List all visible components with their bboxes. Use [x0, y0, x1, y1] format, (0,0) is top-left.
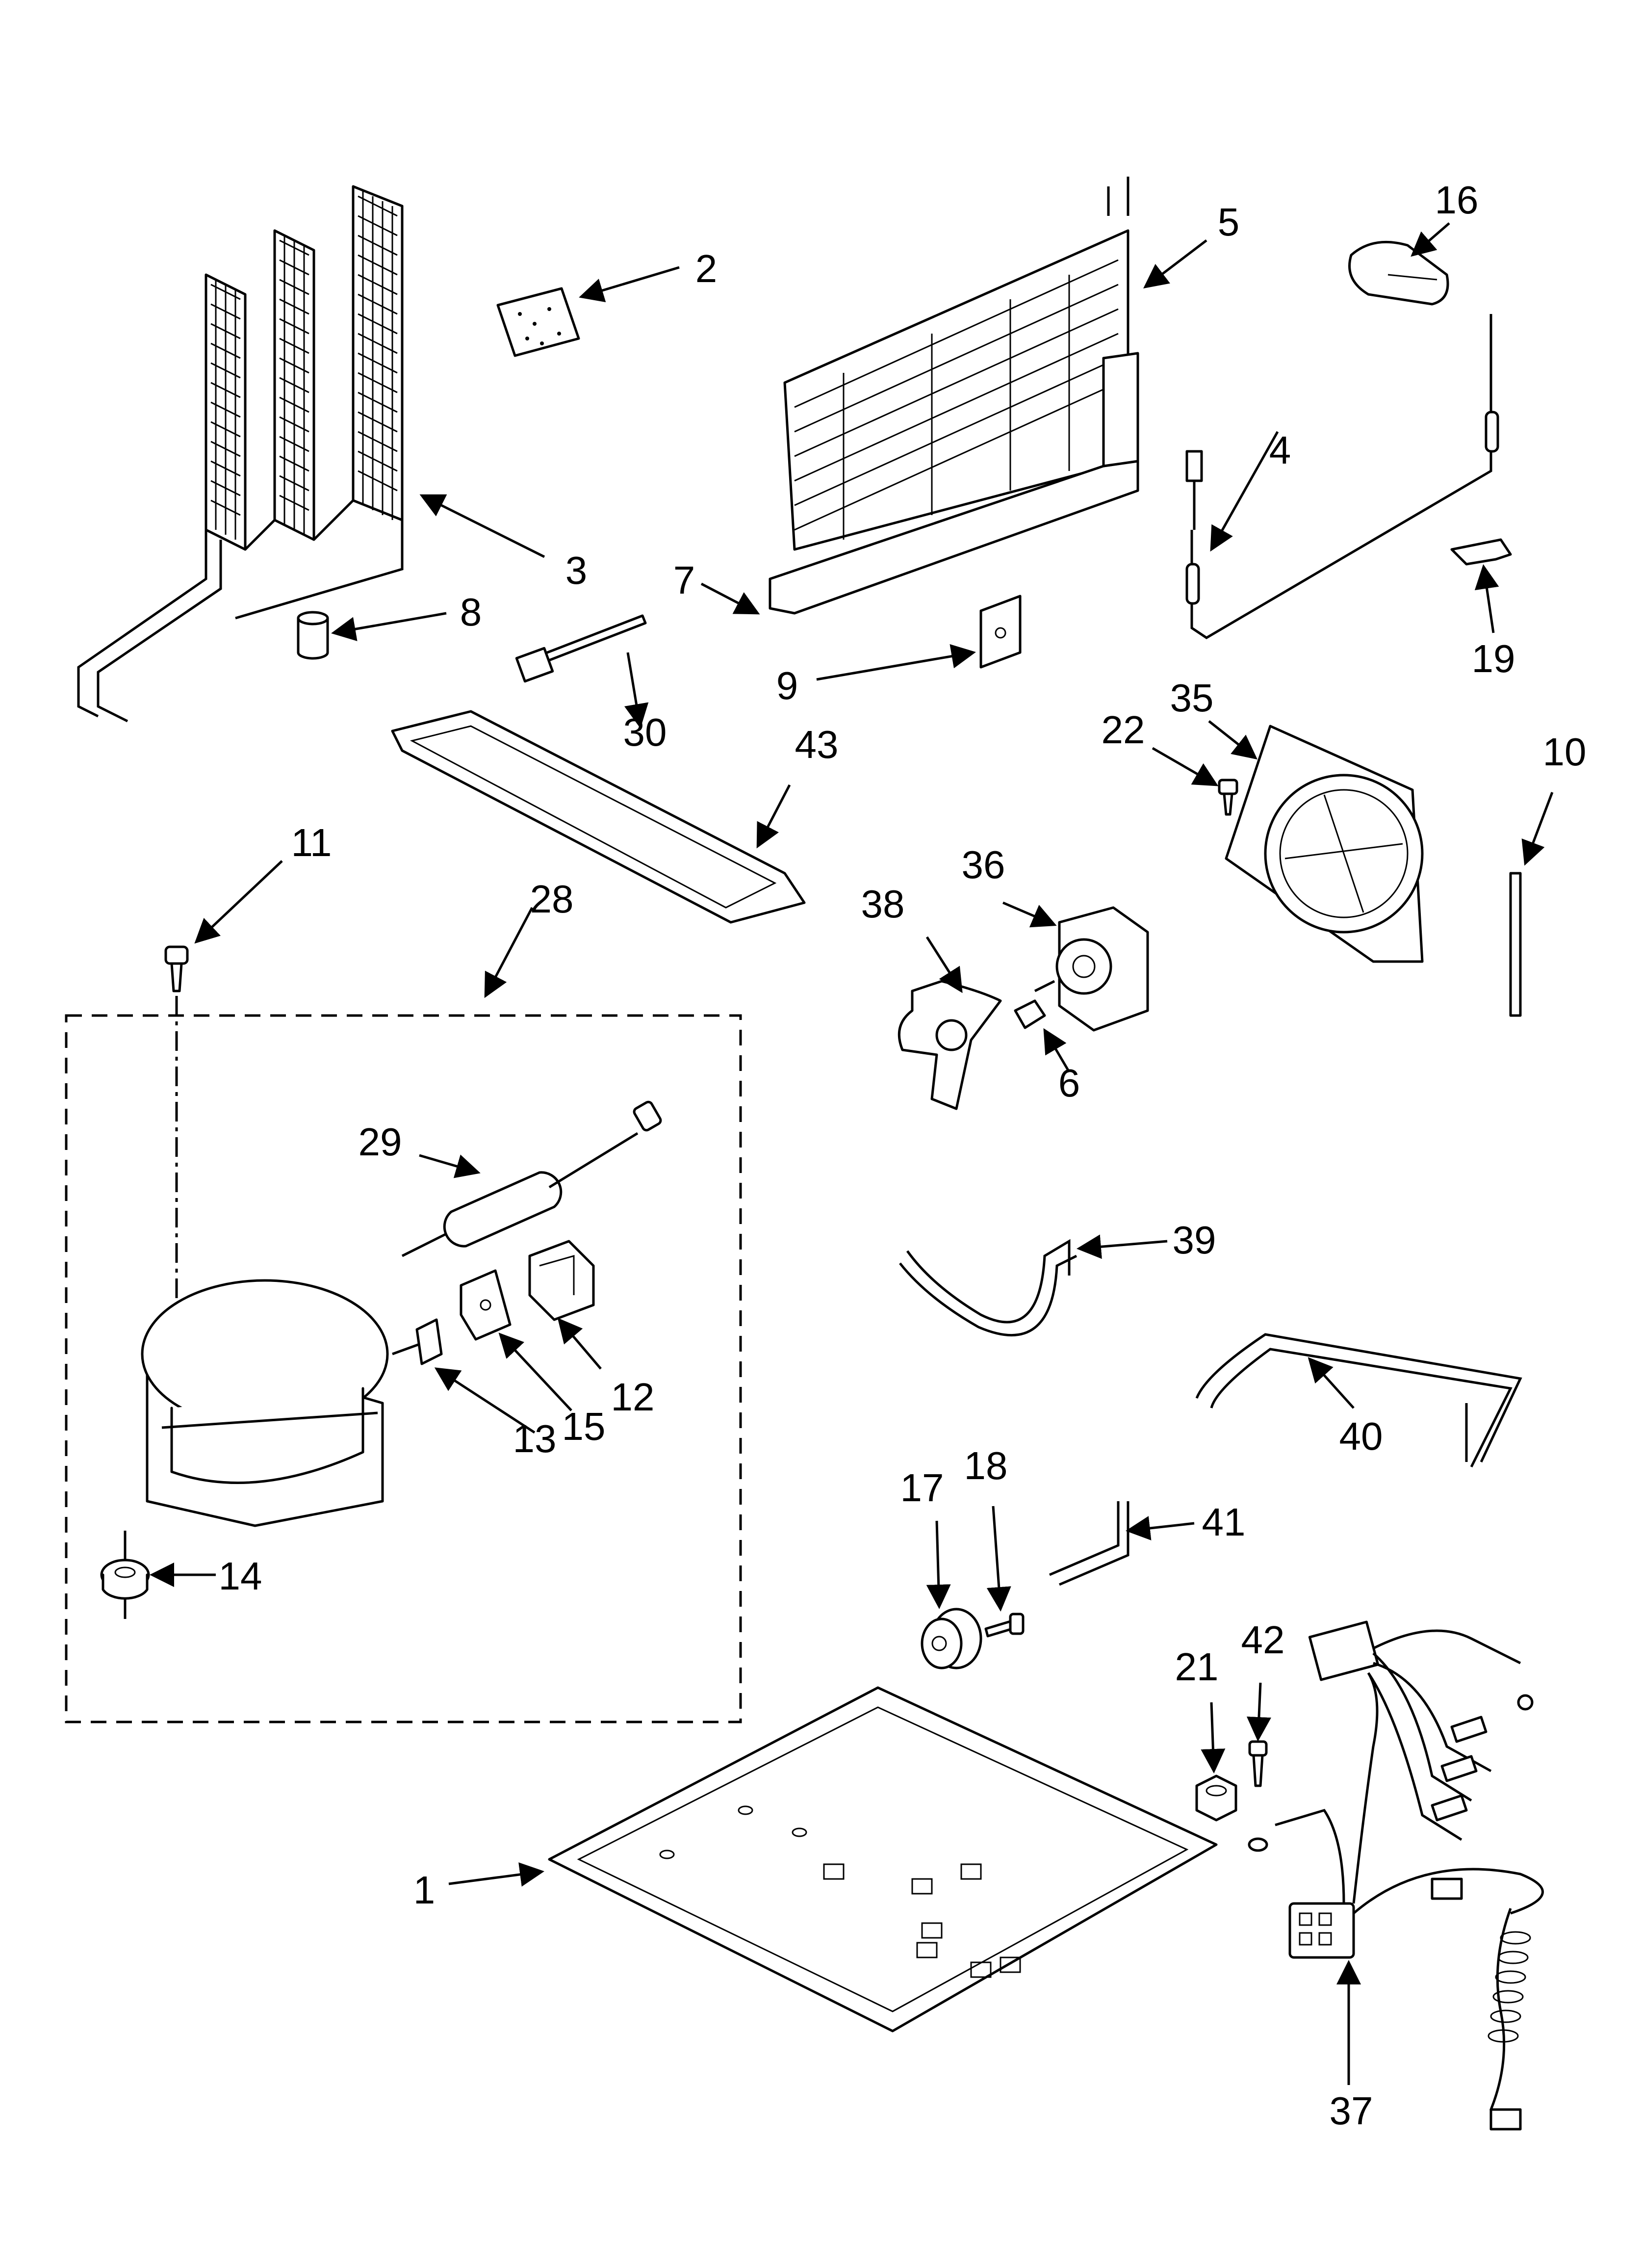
grommet-part — [100, 1531, 150, 1619]
callout-29: 29 — [359, 1120, 402, 1164]
nut-part — [1014, 999, 1046, 1029]
strip-part — [1509, 872, 1522, 1017]
callout-37: 37 — [1330, 2089, 1373, 2133]
callout-39: 39 — [1173, 1218, 1216, 1262]
clip-part — [1450, 538, 1512, 566]
callout-9: 9 — [776, 664, 798, 707]
callout-1: 1 — [413, 1868, 436, 1912]
fan-motor-part — [1034, 906, 1149, 1032]
callout-labels: 1 2 3 4 5 6 7 8 9 10 11 12 13 14 15 16 1… — [219, 178, 1587, 2133]
thermistor-harness-part — [1185, 314, 1499, 639]
tube-40-part — [1195, 1333, 1522, 1468]
callout-43: 43 — [795, 723, 839, 766]
callout-36: 36 — [962, 843, 1005, 886]
callout-6: 6 — [1058, 1061, 1080, 1105]
callout-14: 14 — [219, 1554, 262, 1598]
bolt-part — [984, 1613, 1025, 1638]
callout-13: 13 — [513, 1417, 557, 1460]
callout-4: 4 — [1269, 428, 1291, 472]
grommet-17-part — [921, 1608, 982, 1669]
callout-10: 10 — [1543, 730, 1587, 774]
nut-21-part — [1195, 1774, 1237, 1822]
callout-5: 5 — [1218, 200, 1240, 244]
shroud-screw-part — [1218, 779, 1238, 816]
callout-15: 15 — [562, 1405, 606, 1448]
drain-trough-part — [769, 352, 1139, 615]
callout-35: 35 — [1170, 676, 1214, 720]
base-frame-part — [548, 1686, 1218, 2033]
fan-blade-part — [898, 980, 1002, 1110]
callout-12: 12 — [611, 1375, 655, 1419]
overload-part — [460, 1269, 512, 1341]
screw-part — [164, 945, 189, 1325]
fan-shroud-part — [1225, 725, 1424, 963]
cable-tie-part — [515, 614, 647, 683]
leader-lines — [150, 222, 1554, 2085]
callout-22: 22 — [1102, 708, 1145, 752]
callout-41: 41 — [1202, 1500, 1246, 1544]
callout-7: 7 — [673, 558, 695, 602]
callout-28: 28 — [530, 877, 574, 921]
compressor-part — [141, 1279, 389, 1527]
callout-3: 3 — [565, 548, 588, 592]
wire-harness-part — [1275, 1620, 1544, 2131]
drain-pan-part — [391, 710, 806, 924]
callout-16: 16 — [1435, 178, 1479, 222]
screw-42-part — [1248, 1740, 1268, 1852]
callout-30: 30 — [623, 710, 667, 754]
tube-41-part — [1049, 1501, 1129, 1586]
bracket-part — [979, 595, 1022, 669]
callout-21: 21 — [1175, 1645, 1219, 1689]
relay-cover-part — [528, 1240, 595, 1321]
callout-17: 17 — [900, 1466, 944, 1510]
callout-8: 8 — [460, 590, 482, 634]
callout-18: 18 — [964, 1444, 1008, 1487]
callout-19: 19 — [1472, 637, 1515, 680]
callout-2: 2 — [695, 247, 718, 290]
cylinder-part — [297, 611, 329, 660]
callout-40: 40 — [1339, 1414, 1383, 1458]
drier-part — [401, 1100, 662, 1257]
cap-part — [1348, 240, 1449, 306]
callout-11: 11 — [291, 821, 332, 864]
tube-39-part — [899, 1239, 1078, 1336]
callout-42: 42 — [1241, 1618, 1285, 1662]
condenser-coil-part — [77, 185, 404, 723]
terminal-connector-part — [392, 1318, 443, 1365]
assembly-box-group — [65, 1014, 742, 1723]
callout-38: 38 — [861, 882, 905, 926]
pad-part — [496, 287, 580, 357]
